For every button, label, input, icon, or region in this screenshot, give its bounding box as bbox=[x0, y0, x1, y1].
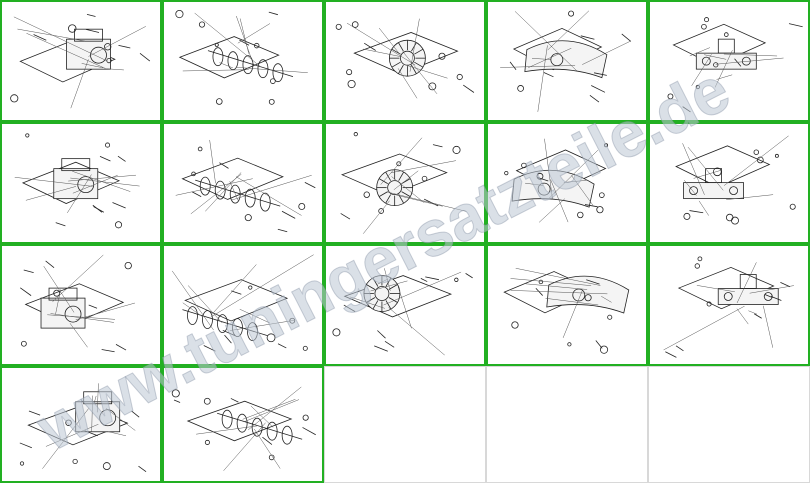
exploded-diagram-lines bbox=[181, 146, 316, 233]
callout-leaders bbox=[525, 138, 599, 223]
callout-leaders bbox=[182, 12, 308, 73]
exploded-diagram-lines bbox=[504, 143, 609, 219]
exploded-diagram-lines bbox=[667, 17, 803, 113]
diagram-thumbnail bbox=[175, 9, 308, 105]
callout-leaders bbox=[500, 10, 631, 112]
diagram-thumbnail bbox=[172, 254, 314, 352]
exploded-diagram-lines bbox=[675, 145, 796, 225]
exploded-diagram-lines bbox=[335, 21, 475, 93]
diagram-tile-starter-motor-chain[interactable] bbox=[486, 244, 648, 366]
diagram-thumbnail bbox=[175, 139, 316, 233]
diagram-tile-transmission-case[interactable] bbox=[648, 244, 810, 366]
exploded-diagram-lines bbox=[503, 271, 630, 354]
callout-leaders bbox=[663, 262, 794, 351]
exploded-diagram-lines bbox=[332, 273, 473, 352]
diagram-tile-gearbox-shafts[interactable] bbox=[162, 244, 324, 366]
diagram-tile-variator[interactable] bbox=[324, 122, 486, 244]
diagram-tile-crankshaft[interactable] bbox=[0, 244, 162, 366]
diagram-thumbnail bbox=[171, 386, 316, 471]
diagram-tile-cylinder-head-valves[interactable] bbox=[162, 0, 324, 122]
callout-leaders bbox=[682, 135, 789, 216]
exploded-diagram-lines bbox=[10, 13, 151, 103]
empty-tile bbox=[648, 366, 810, 483]
diagram-thumbnail bbox=[14, 133, 140, 229]
exploded-diagram-lines bbox=[665, 256, 791, 358]
diagram-thumbnail bbox=[20, 254, 136, 353]
diagram-thumbnail bbox=[503, 268, 630, 354]
diagram-tile-carburetor-intake[interactable] bbox=[162, 366, 324, 483]
callout-leaders bbox=[42, 383, 136, 469]
callout-leaders bbox=[346, 18, 448, 99]
diagram-thumbnail bbox=[335, 18, 475, 99]
callout-leaders bbox=[175, 139, 312, 216]
exploded-diagram-lines bbox=[171, 389, 316, 461]
diagram-thumbnail bbox=[667, 17, 803, 113]
diagram-tile-clutch-pulley[interactable] bbox=[486, 122, 648, 244]
empty-tile bbox=[324, 366, 486, 483]
exploded-diagram-lines bbox=[19, 391, 147, 473]
callout-leaders bbox=[13, 16, 146, 109]
callout-leaders bbox=[510, 268, 612, 338]
diagram-thumbnail bbox=[332, 268, 473, 356]
callout-leaders bbox=[14, 171, 140, 214]
callout-leaders bbox=[349, 268, 462, 356]
diagram-thumbnail bbox=[663, 256, 794, 358]
diagram-tile-cam-chain[interactable] bbox=[324, 244, 486, 366]
diagram-tile-crankcase-right[interactable] bbox=[648, 0, 810, 122]
exploded-diagram-lines bbox=[20, 260, 132, 353]
exploded-diagram-lines bbox=[509, 10, 632, 103]
exploded-diagram-lines bbox=[175, 9, 294, 105]
diagram-tile-oil-filter-housing[interactable] bbox=[0, 366, 162, 483]
diagram-tile-starter-gear[interactable] bbox=[648, 122, 810, 244]
diagram-tile-crankcase-cover[interactable] bbox=[486, 0, 648, 122]
diagram-tile-camshaft-rocker[interactable] bbox=[162, 122, 324, 244]
diagram-thumbnail bbox=[504, 138, 609, 223]
diagram-thumbnail bbox=[340, 132, 467, 234]
diagram-thumbnail bbox=[19, 383, 147, 473]
diagram-tile-cylinder-piston[interactable] bbox=[324, 0, 486, 122]
diagram-thumbnail bbox=[675, 135, 796, 225]
diagram-thumbnail bbox=[10, 13, 151, 109]
exploded-diagram-lines bbox=[21, 133, 126, 229]
callout-leaders bbox=[196, 386, 302, 471]
callout-leaders bbox=[172, 254, 314, 331]
callout-leaders bbox=[43, 254, 136, 348]
empty-tile bbox=[486, 366, 648, 483]
diagram-thumbnail bbox=[500, 10, 632, 112]
diagram-tile-crankcase-left[interactable] bbox=[0, 122, 162, 244]
callout-leaders bbox=[689, 47, 784, 88]
diagram-tile-engine-assembly[interactable] bbox=[0, 0, 162, 122]
exploded-diagram-lines bbox=[182, 279, 308, 352]
callout-leaders bbox=[363, 137, 467, 234]
